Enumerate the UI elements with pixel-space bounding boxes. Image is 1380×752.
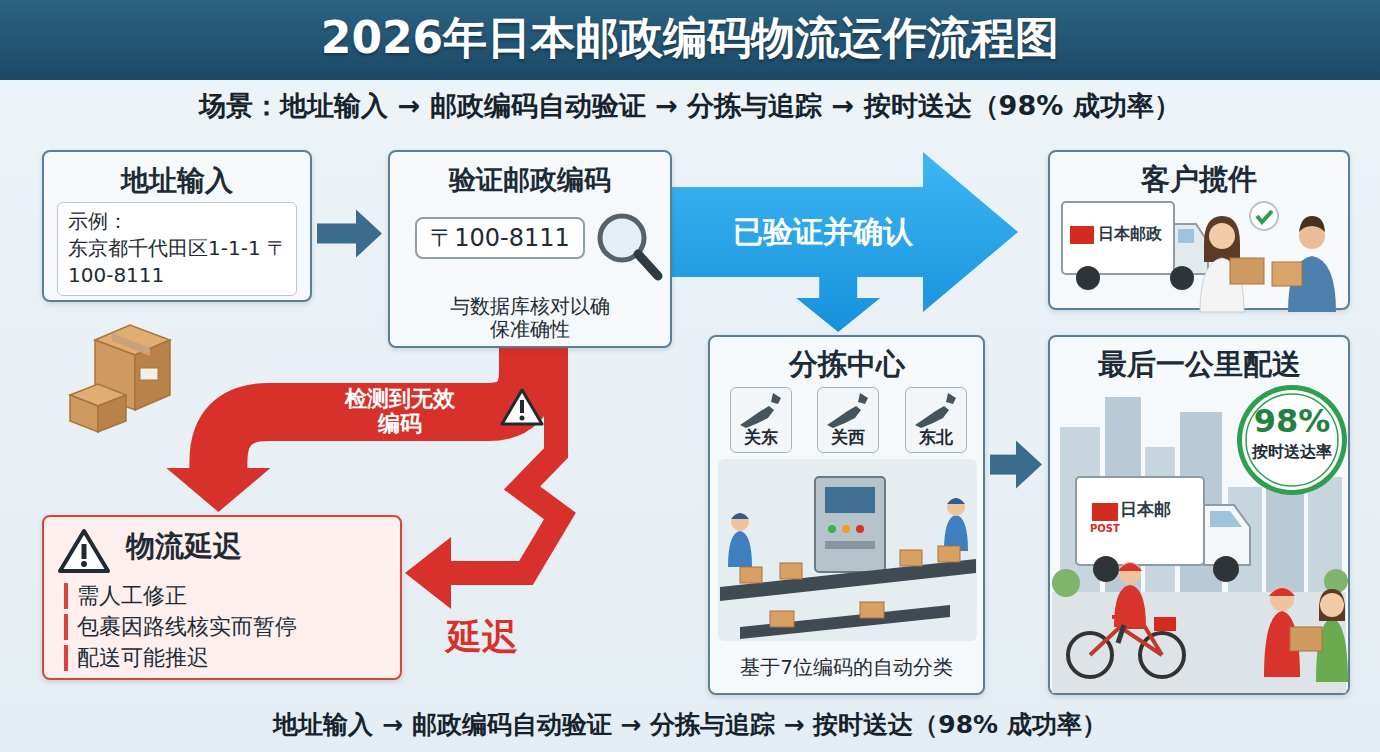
- delay-reason: 需人工修正: [64, 583, 384, 609]
- edge-label: 已验证并确认: [713, 215, 933, 250]
- truck-brand-text: POST: [1090, 523, 1130, 535]
- cardboard-boxes: [70, 325, 170, 432]
- pickup-box: 客户揽件: [1048, 150, 1350, 310]
- edge-label: 延迟: [432, 616, 532, 657]
- box-heading: 地址输入: [44, 164, 310, 198]
- input-box: 地址输入示例： 东京都千代田区1-1-1 〒100-8111: [42, 150, 312, 302]
- box-note: 与数据库核对以确保准确性: [450, 295, 610, 341]
- delay-reason: 配送可能推迟: [64, 645, 384, 671]
- caption: 地址输入 → 邮政编码自动验证 → 分拣与追踪 → 按时送达（98% 成功率）: [0, 710, 1380, 740]
- flow-arrow: [990, 441, 1042, 489]
- title: 2026年日本邮政编码物流运作流程图: [0, 12, 1380, 65]
- region-card: 东北: [905, 387, 967, 453]
- region-card: 关东: [730, 387, 792, 453]
- box-heading: 客户揽件: [1050, 162, 1348, 197]
- box-note: 基于7位编码的自动分类: [710, 655, 983, 679]
- subtitle: 场景：地址输入 → 邮政编码自动验证 → 分拣与追踪 → 按时送达（98% 成功…: [0, 90, 1380, 122]
- delay-box: 物流延迟需人工修正包裹因路线核实而暂停配送可能推迟: [42, 515, 402, 680]
- edge-label: 检测到无效编码: [341, 387, 459, 436]
- example-address-box: 示例： 东京都千代田区1-1-1 〒100-8111: [57, 202, 297, 296]
- badge-caption: 按时送达率: [1236, 442, 1348, 461]
- flow-arrow: [317, 210, 382, 258]
- box-heading: 最后一公里配送: [1050, 347, 1348, 382]
- truck-brand-text: 日本邮: [1120, 499, 1190, 519]
- box-heading: 验证邮政编码: [390, 164, 670, 196]
- warning-icon: [502, 390, 542, 424]
- region-name: 关西: [818, 427, 877, 447]
- truck-brand-text: 日本邮政: [1098, 224, 1178, 243]
- validate-box: 验证邮政编码与数据库核对以确保准确性 〒100-8111: [388, 150, 672, 348]
- on-time-badge: 98% 按时送达率: [1236, 384, 1348, 496]
- region-card: 关西: [817, 387, 879, 453]
- sorting-center-box: 分拣中心基于7位编码的自动分类 关东 关西 东北: [708, 335, 985, 695]
- postal-code: 〒100-8111: [417, 224, 583, 253]
- address-example: 示例： 东京都千代田区1-1-1 〒100-8111: [68, 208, 292, 289]
- box-heading: 分拣中心: [710, 347, 983, 382]
- box-heading: 物流延迟: [126, 529, 376, 564]
- postal-code-field: 〒100-8111: [415, 217, 585, 259]
- error-arrow: [166, 348, 528, 512]
- badge-value: 98%: [1236, 402, 1348, 440]
- flow-arrow: [672, 152, 1018, 312]
- flow-arrow: [672, 187, 880, 332]
- last-mile-box: 最后一公里配送 98% 按时送达率: [1048, 335, 1350, 695]
- delay-reason: 包裹因路线核实而暂停: [64, 614, 384, 640]
- region-name: 东北: [906, 427, 965, 447]
- region-name: 关东: [731, 427, 790, 447]
